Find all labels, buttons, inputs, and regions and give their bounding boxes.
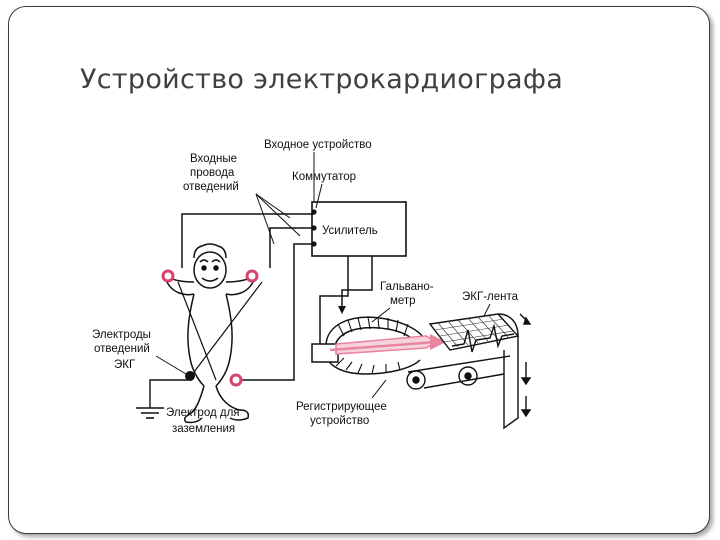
lead-wire: [269, 227, 314, 268]
ecg-device-diagram: Усилитель Входное устройство Коммутатор …: [90, 118, 536, 454]
lead-wire: [181, 213, 314, 268]
electrodes-pointer: [155, 355, 187, 375]
ecg-electrodes-label: Электроды отведений ЭКГ: [92, 329, 151, 371]
svg-text:провода: провода: [190, 167, 235, 179]
light-beam-tip: [430, 334, 446, 350]
ecg-tape: [406, 313, 532, 430]
diagram-svg: Усилитель Входное устройство Коммутатор …: [92, 139, 532, 435]
svg-text:Регистрирующее: Регистрирующее: [296, 401, 387, 413]
signal-wire: [341, 256, 373, 310]
svg-text:ЭКГ: ЭКГ: [114, 359, 136, 371]
recorder-label: Регистрирующее устройство: [296, 401, 387, 427]
slide-title: Устройство электрокардиографа: [80, 64, 564, 95]
signal-wire: [319, 256, 349, 350]
electrode-left-leg: [185, 371, 195, 381]
svg-text:Электроды: Электроды: [92, 329, 151, 341]
lead-wire: [240, 243, 314, 381]
commutator-label: Коммутатор: [292, 171, 356, 183]
svg-text:устройство: устройство: [310, 415, 369, 427]
galvanometer-label-line1: Гальвано-: [380, 281, 434, 293]
electrode-right-leg: [229, 373, 243, 387]
input-device-label: Входное устройство: [264, 139, 372, 151]
leads-pointer: [255, 193, 275, 245]
leads-pointer: [255, 193, 301, 237]
svg-text:Входные: Входные: [190, 153, 237, 165]
slide-frame: [8, 6, 710, 534]
svg-text:заземления: заземления: [172, 423, 235, 435]
electrode-left-hand: [161, 269, 175, 283]
recorder-pointer: [371, 379, 387, 399]
galvanometer-pointer: [371, 307, 391, 323]
electrode-right-hand: [245, 269, 259, 283]
light-beam-ray: [329, 340, 437, 352]
input-leads-label: Входные провода отведений: [183, 153, 239, 193]
commutator-pointer: [315, 183, 323, 209]
svg-text:Электрод для: Электрод для: [166, 407, 240, 419]
svg-text:отведений: отведений: [94, 343, 150, 355]
ground-electrode-label: Электрод для заземления: [166, 407, 240, 435]
galvanometer-label-line2: метр: [390, 295, 416, 307]
ecg-tape-label: ЭКГ-лента: [462, 291, 519, 303]
svg-text:отведений: отведений: [183, 181, 239, 193]
arrow-head: [338, 306, 346, 314]
amplifier-label: Усилитель: [322, 225, 378, 237]
ground-symbol: [136, 407, 164, 419]
